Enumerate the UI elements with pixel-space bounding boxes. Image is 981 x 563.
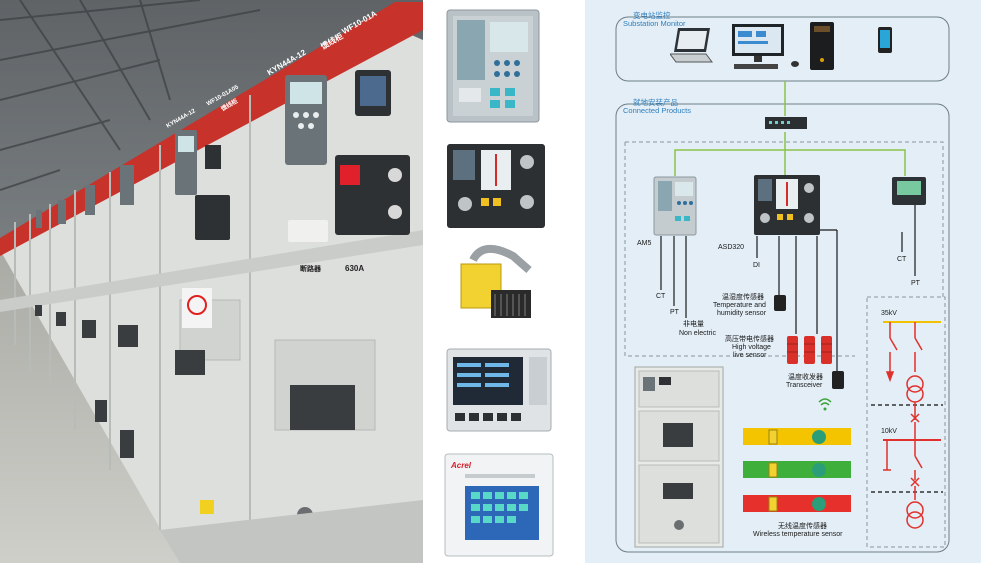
non-electric-cn-label: 非电量 bbox=[683, 321, 704, 328]
wireless-signal-icon bbox=[818, 398, 832, 411]
am5-label: AM5 bbox=[637, 240, 652, 247]
am5-device-icon bbox=[653, 176, 697, 236]
monitoring-cabinet-icon bbox=[444, 453, 554, 557]
network-switch-icon bbox=[765, 117, 807, 129]
voltage-10kv-label: 10kV bbox=[881, 428, 897, 435]
server-tower-icon bbox=[810, 22, 834, 70]
system-diagram: 变电站监控 Substation Monitor 就地安装产品 Connecte… bbox=[585, 0, 981, 563]
hv-live-cn-label: 高压带电传感器 bbox=[725, 336, 774, 343]
voltage-35kv-label: 35kV bbox=[881, 310, 897, 317]
diagram-lines bbox=[615, 16, 950, 553]
wireless-temp-sensor-tags bbox=[768, 429, 826, 512]
switchgear-controller-icon bbox=[447, 144, 545, 228]
mouse-icon bbox=[791, 61, 799, 67]
protection-relay-icon bbox=[446, 9, 540, 123]
pt-right-label: PT bbox=[911, 280, 920, 287]
display-terminal-icon bbox=[446, 348, 552, 432]
ct-right-label: CT bbox=[897, 256, 907, 263]
ct-left-label: CT bbox=[656, 293, 666, 300]
wireless-temperature-sensor-icon bbox=[460, 245, 532, 318]
switchgear-photo-illustration bbox=[0, 0, 423, 563]
asd320-device-icon bbox=[754, 175, 820, 235]
current-rating: 630A bbox=[345, 264, 365, 273]
wireless-sensor-en-label: Wireless temperature sensor bbox=[753, 531, 843, 538]
hv-live-en2-label: live sensor bbox=[733, 352, 767, 359]
non-electric-en-label: Non electric bbox=[679, 330, 716, 337]
transceiver-cn-label: 温度收发器 bbox=[788, 374, 823, 381]
transceiver-icon bbox=[832, 371, 844, 389]
acrel-brand-label: Acrel bbox=[451, 461, 472, 470]
phone-icon bbox=[878, 27, 892, 53]
power-meter-icon bbox=[892, 177, 926, 205]
transceiver-en-label: Transceiver bbox=[786, 382, 823, 389]
temp-humidity-en1-label: Temperature and bbox=[713, 302, 766, 309]
connected-products-en: Connected Products bbox=[623, 106, 691, 115]
hv-live-sensor-icon bbox=[787, 336, 832, 364]
product-column: Acrel bbox=[423, 0, 585, 563]
asd320-label: ASD320 bbox=[718, 244, 745, 251]
temp-humidity-en2-label: humidity sensor bbox=[717, 310, 767, 317]
substation-monitor-cn: 变电站监控 bbox=[633, 11, 671, 20]
pt-left-label: PT bbox=[670, 309, 679, 316]
connected-products-cn: 就地安装产品 bbox=[633, 98, 678, 107]
temp-humidity-sensor-icon bbox=[774, 295, 786, 311]
substation-monitor-en: Substation Monitor bbox=[623, 19, 686, 28]
breaker-label: 断路器 bbox=[300, 266, 321, 273]
wireless-sensor-cn-label: 无线温度传感器 bbox=[778, 523, 827, 530]
desktop-monitor-icon bbox=[732, 24, 784, 69]
hv-live-en1-label: High voltage bbox=[732, 344, 771, 351]
temp-humidity-cn-label: 温湿度传感器 bbox=[722, 294, 764, 301]
switchgear-cabinet-icon bbox=[634, 366, 724, 548]
switchgear-photo: WF10-01A KYN44A-12 WF10-01A05 KYN44A-12 … bbox=[0, 0, 423, 563]
laptop-icon bbox=[670, 28, 713, 63]
di-label: DI bbox=[753, 262, 760, 269]
